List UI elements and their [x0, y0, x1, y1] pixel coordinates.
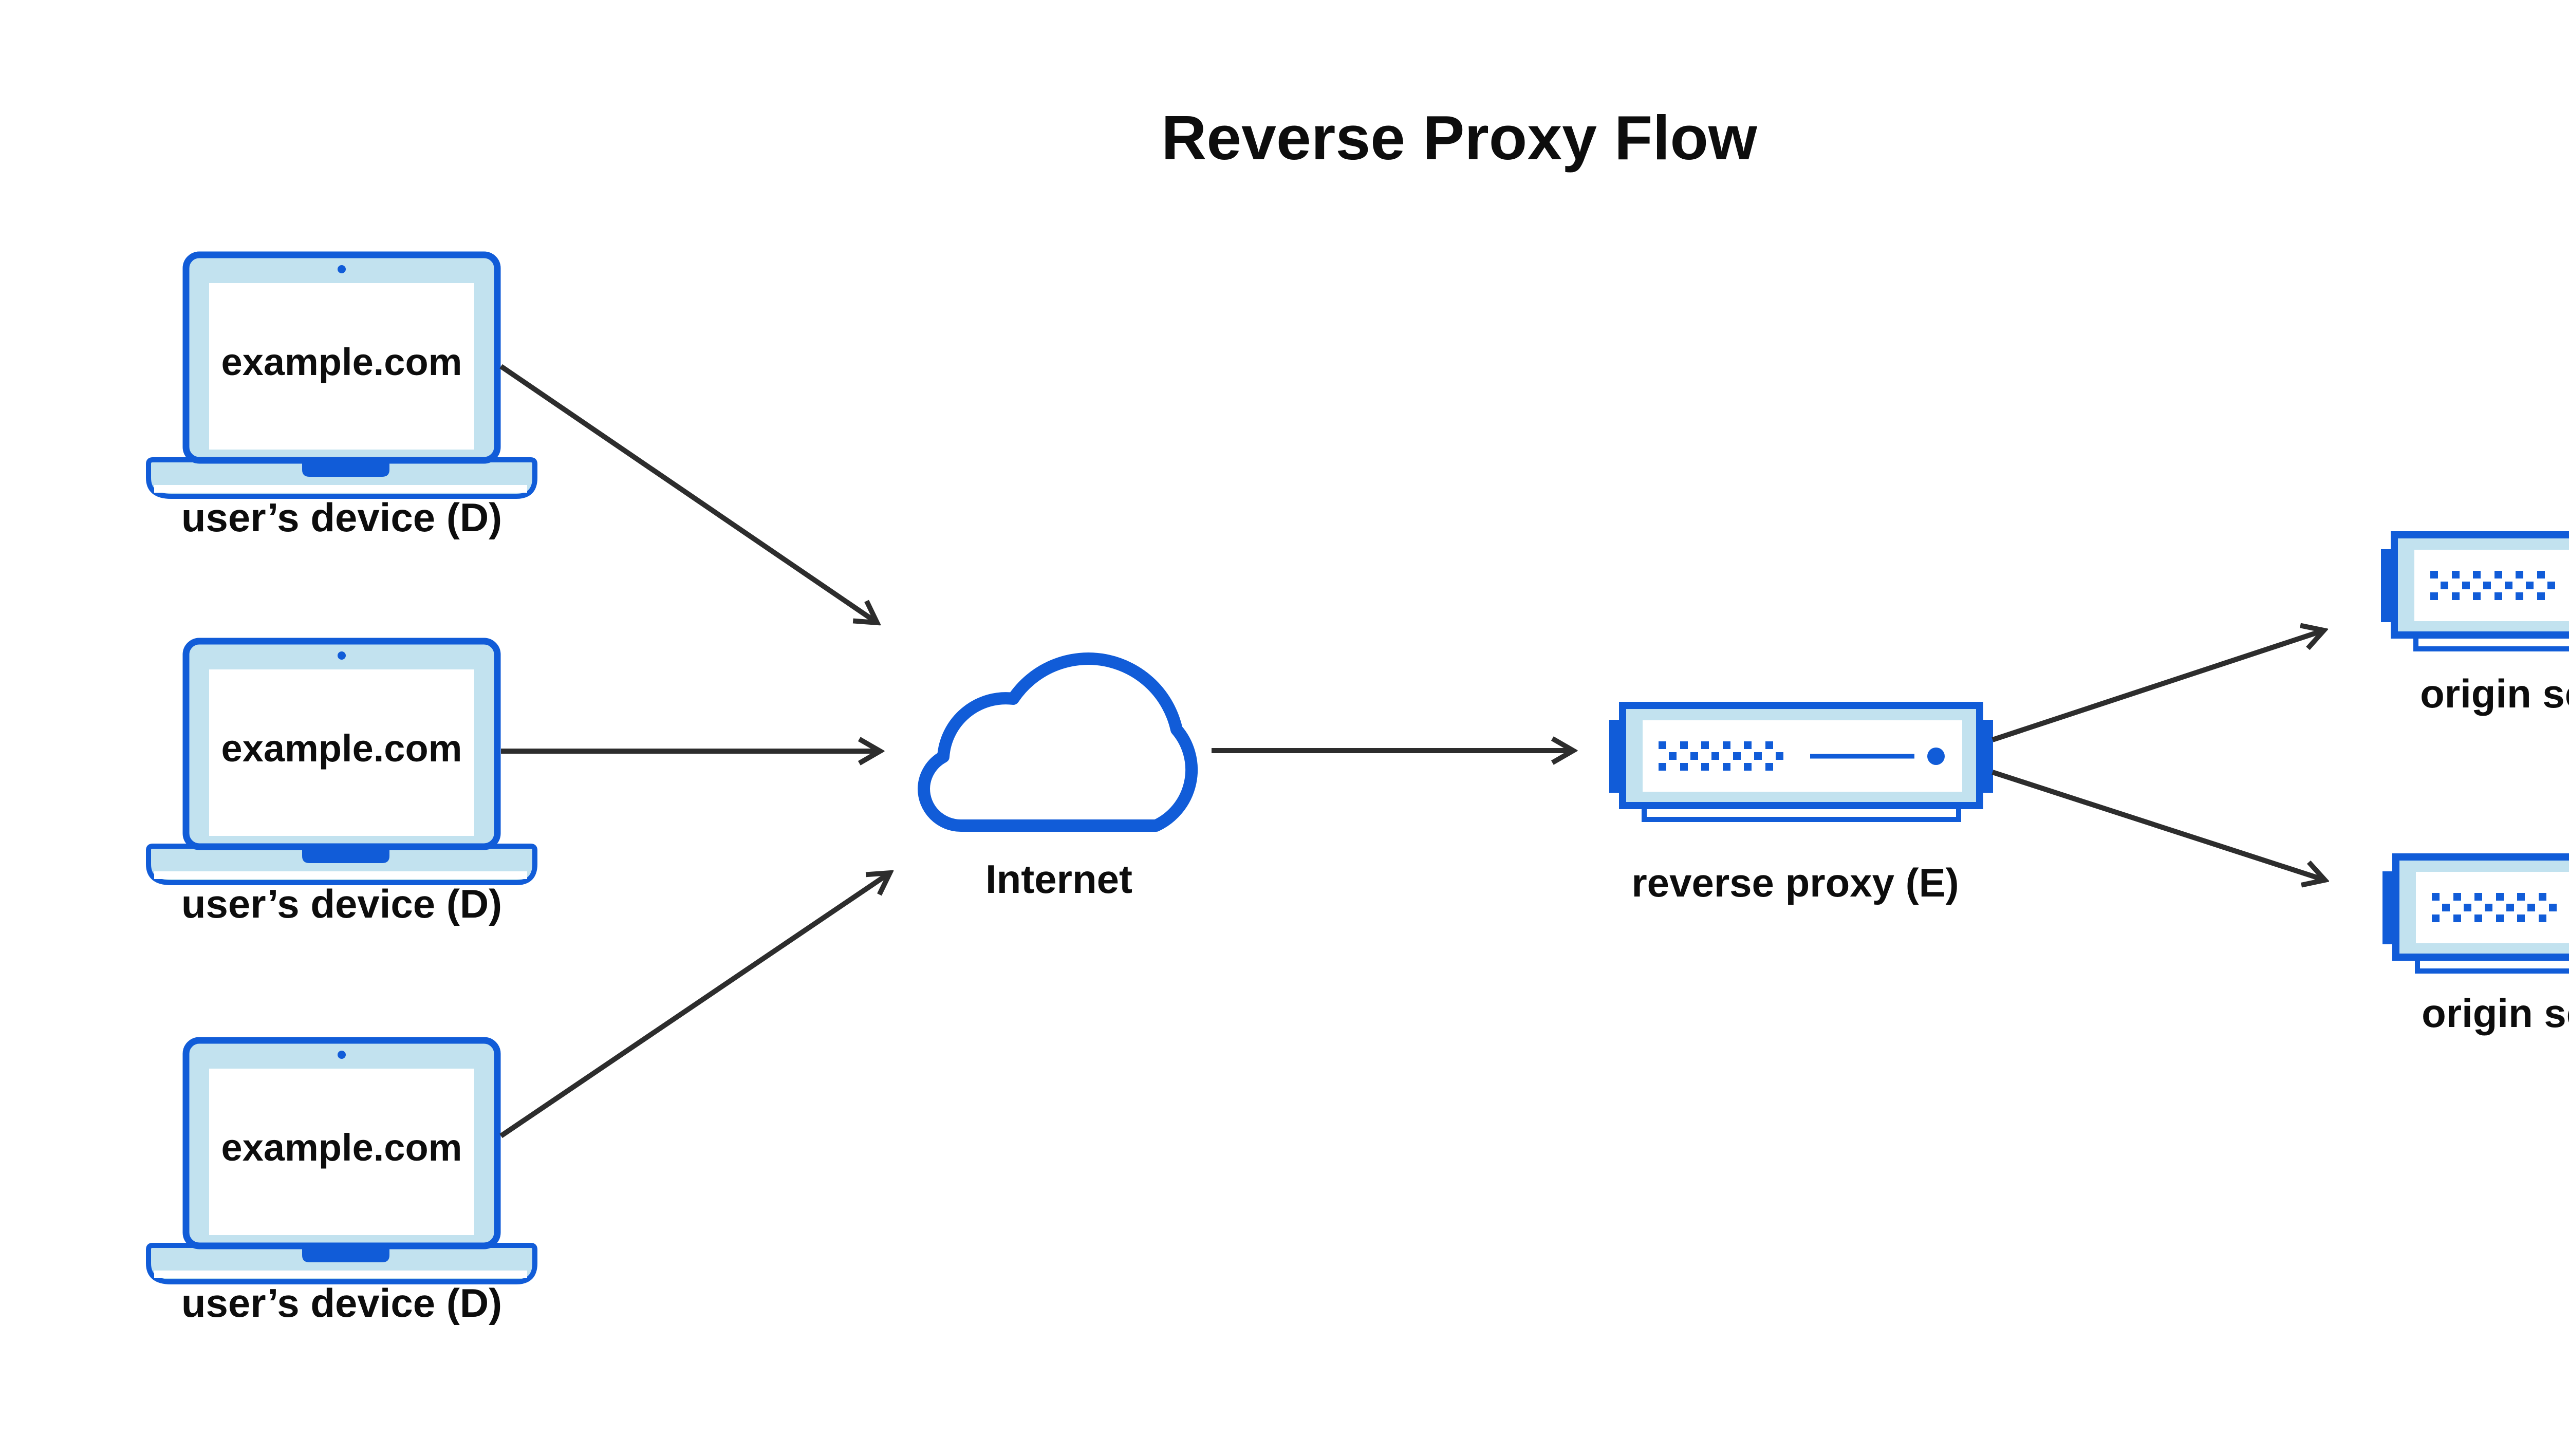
user-device-1: example.com user’s device (D) — [148, 255, 535, 540]
device-label: user’s device (D) — [181, 881, 502, 926]
user-device-3: example.com user’s device (D) — [148, 1040, 535, 1326]
internet-node: Internet — [918, 652, 1198, 902]
device-label: user’s device (D) — [181, 1280, 502, 1326]
device-screen-text: example.com — [221, 727, 462, 770]
server-icon — [1609, 705, 1993, 819]
page-title: Reverse Proxy Flow — [1161, 103, 1758, 173]
cloud-icon — [918, 652, 1198, 832]
arrow-proxy-to-origin2 — [1991, 770, 2325, 880]
user-device-2: example.com user’s device (D) — [148, 641, 535, 926]
reverse-proxy-node: reverse proxy (E) — [1609, 705, 1993, 905]
device-screen-text: example.com — [221, 341, 462, 383]
reverse-proxy-label: reverse proxy (E) — [1631, 860, 1959, 905]
arrow-device1-to-internet — [499, 364, 877, 623]
device-screen-text: example.com — [221, 1126, 462, 1169]
arrow-device3-to-internet — [499, 873, 890, 1138]
origin-server-label: origin server (F) — [2420, 671, 2569, 716]
server-icon — [2382, 857, 2569, 971]
origin-server-2: origin server (F) — [2382, 857, 2569, 1036]
server-icon — [2381, 535, 2569, 649]
internet-label: Internet — [985, 856, 1132, 902]
device-label: user’s device (D) — [181, 495, 502, 540]
arrow-proxy-to-origin1 — [1991, 630, 2324, 742]
origin-server-1: origin server (F) — [2381, 535, 2569, 716]
origin-server-label: origin server (F) — [2422, 991, 2569, 1036]
